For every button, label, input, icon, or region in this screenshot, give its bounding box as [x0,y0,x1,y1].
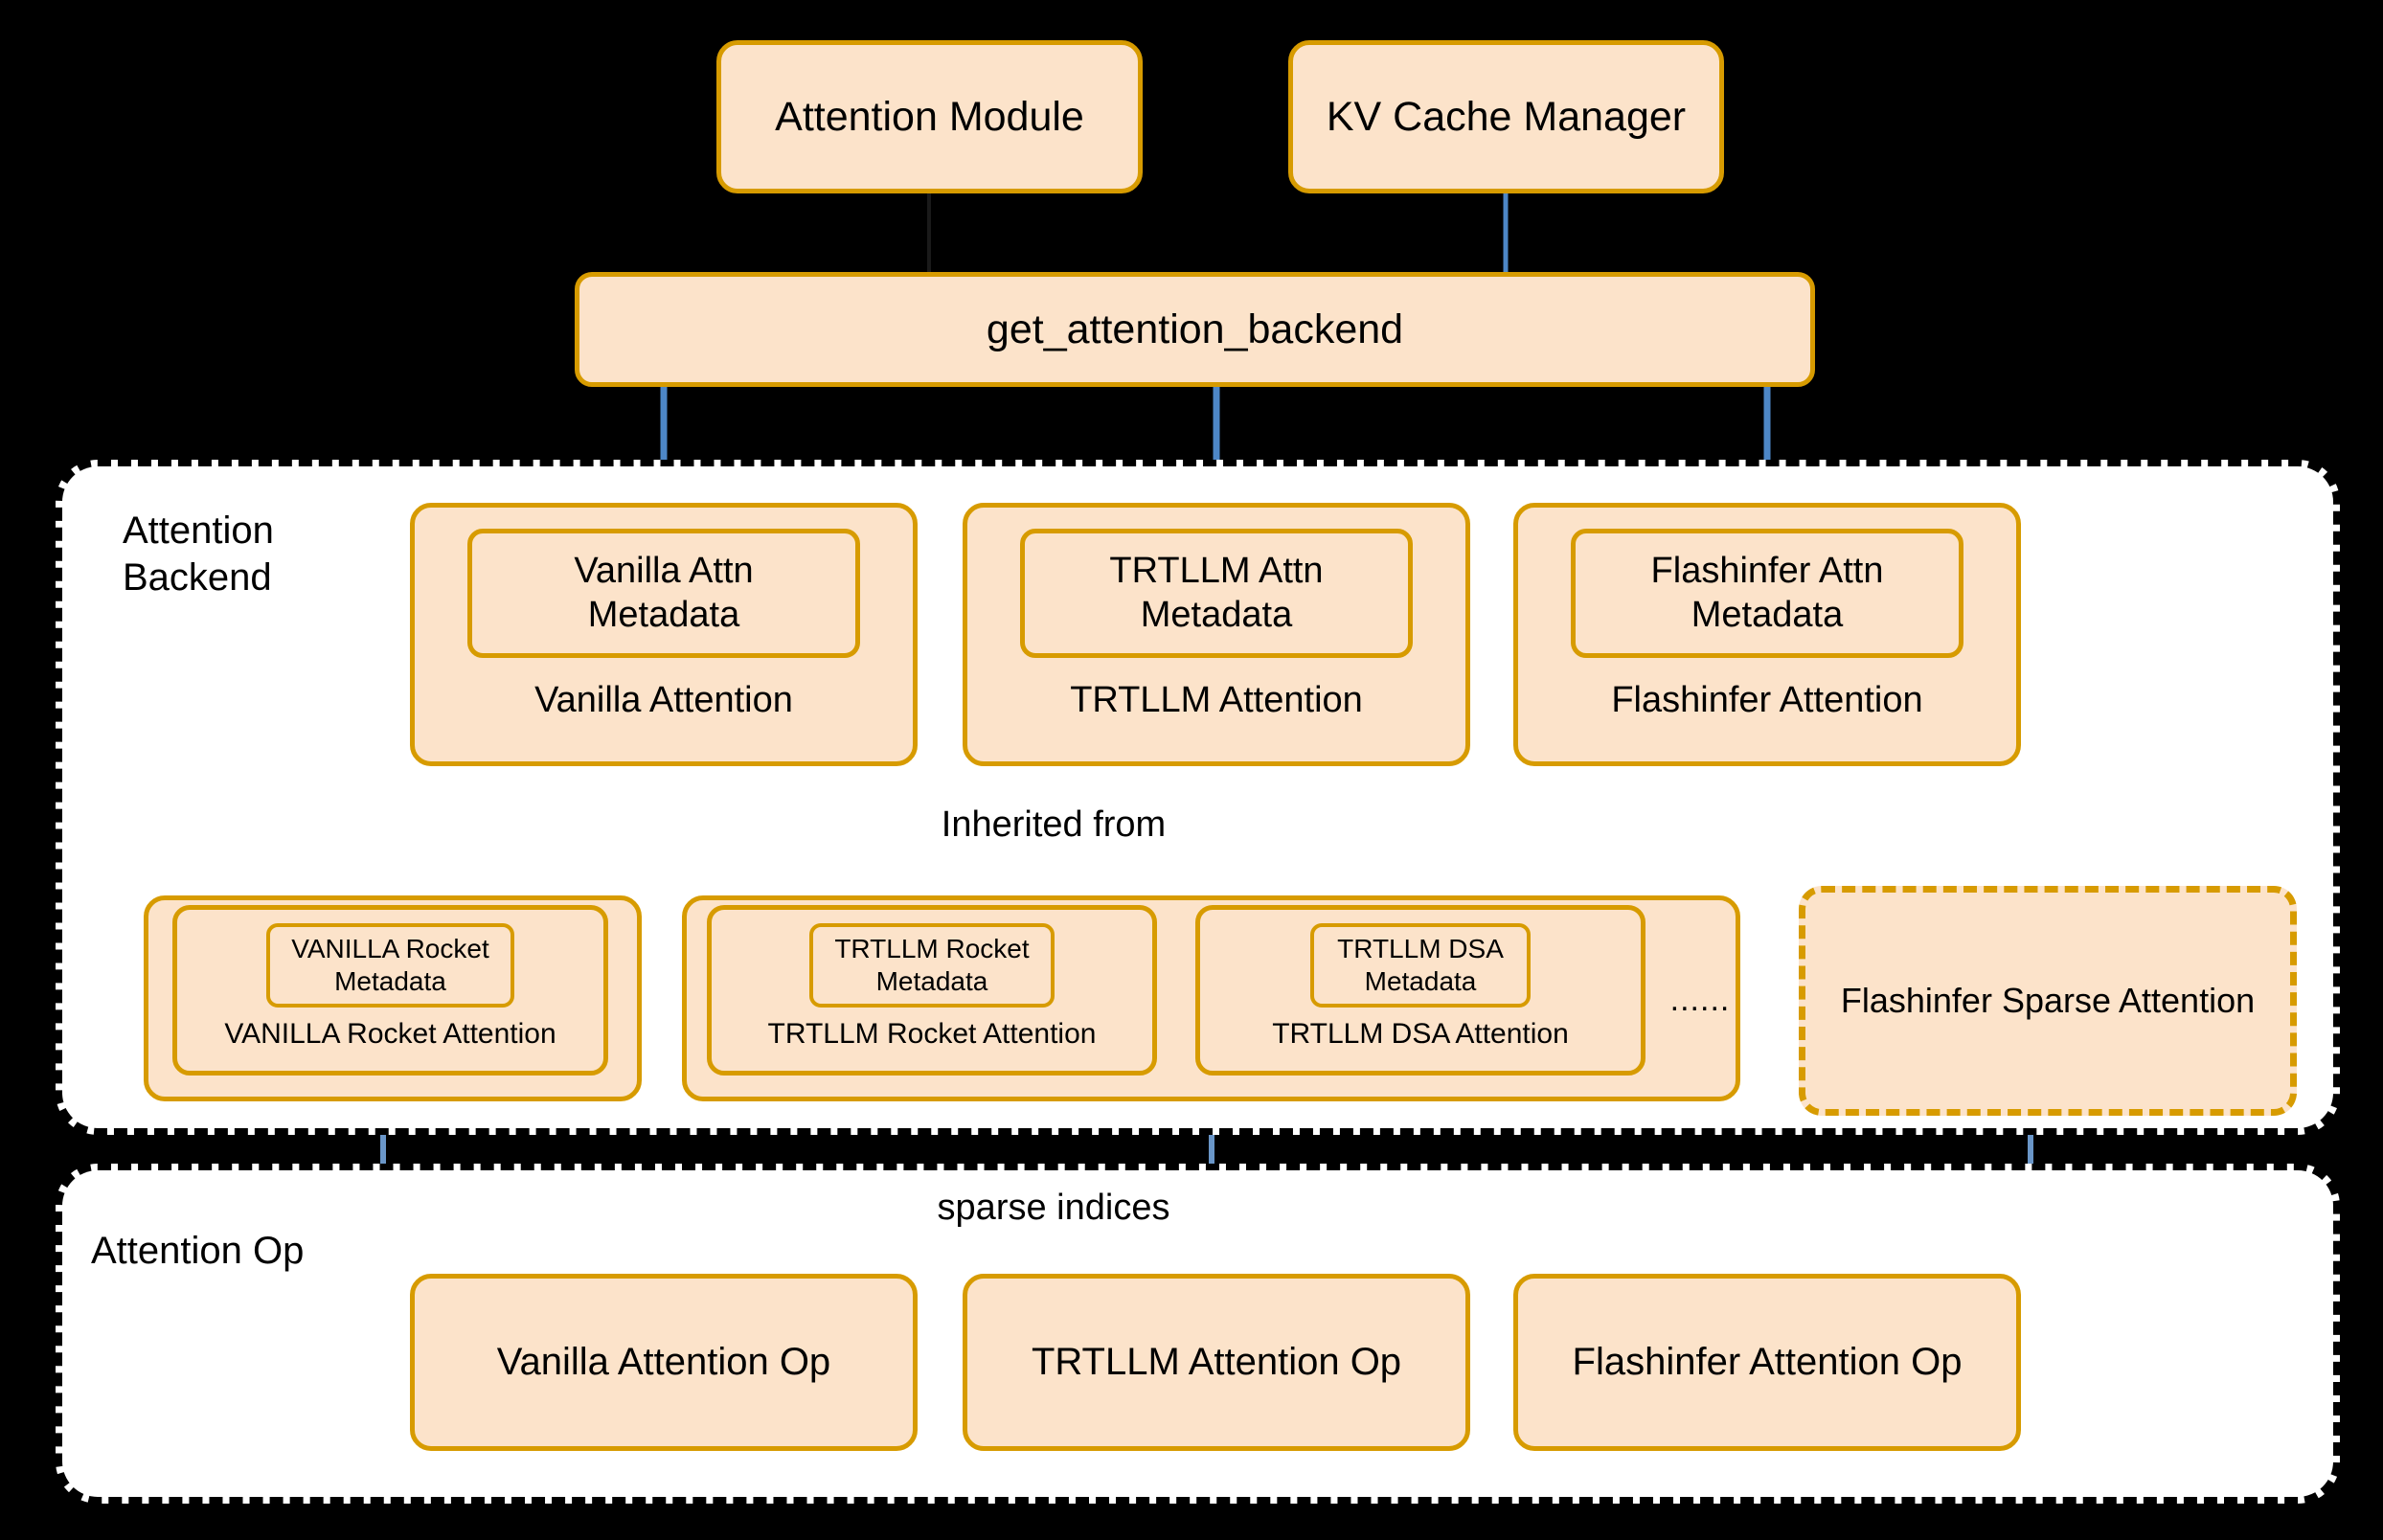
vanilla-attention-backend-card[interactable]: Vanilla Attn Metadata Vanilla Attention [410,503,918,766]
trtllm-attn-metadata-box[interactable]: TRTLLM Attn Metadata [1020,529,1413,658]
trtllm-rocket-metadata-box[interactable]: TRTLLM Rocket Metadata [809,923,1055,1008]
flashinfer-attention-backend-card[interactable]: Flashinfer Attn Metadata Flashinfer Atte… [1513,503,2021,766]
trtllm-attention-title: TRTLLM Attention [1070,680,1363,720]
sparse-indices-label: sparse indices [937,1188,1170,1228]
more-backends-ellipsis: ...... [1669,982,1731,1018]
trtllm-rocket-attention-title: TRTLLM Rocket Attention [767,1018,1097,1050]
vanilla-rocket-metadata-box[interactable]: VANILLA Rocket Metadata [266,923,514,1008]
attention-module-node[interactable]: Attention Module [716,40,1143,193]
inherited-from-label: Inherited from [941,804,1167,845]
trtllm-attention-op-node[interactable]: TRTLLM Attention Op [963,1274,1470,1451]
trtllm-rocket-attention-card[interactable]: TRTLLM Rocket Metadata TRTLLM Rocket Att… [707,905,1157,1076]
flashinfer-attn-metadata-box[interactable]: Flashinfer Attn Metadata [1571,529,1963,658]
attention-op-section-label: Attention Op [91,1230,305,1272]
vanilla-rocket-attention-card[interactable]: VANILLA Rocket Metadata VANILLA Rocket A… [172,905,608,1076]
flashinfer-attention-title: Flashinfer Attention [1611,680,1923,720]
flashinfer-sparse-attention-node[interactable]: Flashinfer Sparse Attention [1799,886,2297,1116]
attention-backend-section-label: Attention Backend [123,510,274,599]
vanilla-attention-op-node[interactable]: Vanilla Attention Op [410,1274,918,1451]
get-attention-backend-node[interactable]: get_attention_backend [575,272,1815,387]
trtllm-dsa-metadata-box[interactable]: TRTLLM DSA Metadata [1310,923,1531,1008]
trtllm-dsa-attention-title: TRTLLM DSA Attention [1272,1018,1569,1050]
vanilla-attn-metadata-box[interactable]: Vanilla Attn Metadata [467,529,860,658]
trtllm-attention-backend-card[interactable]: TRTLLM Attn Metadata TRTLLM Attention [963,503,1470,766]
trtllm-dsa-attention-card[interactable]: TRTLLM DSA Metadata TRTLLM DSA Attention [1195,905,1645,1076]
vanilla-attention-title: Vanilla Attention [534,680,793,720]
flashinfer-attention-op-node[interactable]: Flashinfer Attention Op [1513,1274,2021,1451]
vanilla-rocket-attention-title: VANILLA Rocket Attention [224,1018,556,1050]
kv-cache-manager-node[interactable]: KV Cache Manager [1288,40,1724,193]
